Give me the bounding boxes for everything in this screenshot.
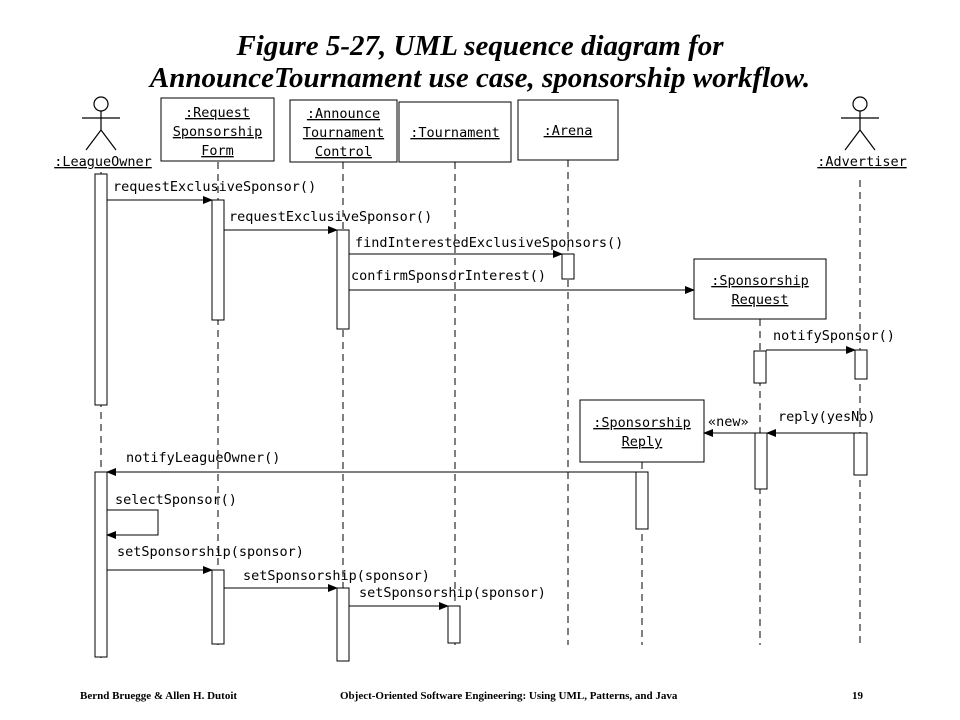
svg-text:Reply: Reply: [622, 434, 663, 450]
figure-title: Figure 5-27, UML sequence diagram for An…: [0, 30, 960, 94]
object-announce-tournament-control: :Announce Tournament Control: [289, 99, 398, 163]
object-request-sponsorship-form: :Request Sponsorship Form: [160, 97, 275, 162]
message-label-m4: confirmSponsorInterest(): [351, 268, 546, 284]
footer-authors: Bernd Bruegge & Allen H. Dutoit: [80, 690, 238, 702]
svg-text::Arena: :Arena: [544, 123, 593, 139]
footer-book-title: Object-Oriented Software Engineering: Us…: [340, 690, 678, 702]
object-arena: :Arena: [517, 99, 619, 161]
svg-text::Tournament: :Tournament: [410, 125, 499, 141]
svg-text:Form: Form: [201, 143, 234, 159]
figure-title-line-1: Figure 5-27, UML sequence diagram for: [236, 30, 724, 62]
message-label-m2: requestExclusiveSponsor(): [229, 209, 432, 225]
actor-label-league-owner: :LeagueOwner: [54, 154, 152, 170]
activation-request-form-2: [211, 569, 225, 645]
arrow-m9-self-call: [106, 509, 159, 539]
svg-text:Control: Control: [315, 144, 372, 160]
activation-league-owner-1: [94, 173, 108, 406]
message-label-m10: setSponsorship(sponsor): [117, 544, 304, 560]
activation-advertiser-2: [853, 432, 868, 476]
activation-sponsorship-request-1: [753, 350, 767, 384]
league-owner-actor-icon: [82, 96, 120, 151]
message-label-m5: notifySponsor(): [773, 328, 895, 344]
message-label-m1: requestExclusiveSponsor(): [113, 179, 316, 195]
activation-sponsorship-request-2: [754, 432, 768, 490]
message-label-m12: setSponsorship(sponsor): [359, 585, 546, 601]
svg-text:Tournament: Tournament: [303, 125, 384, 141]
activation-tournament-1: [447, 605, 461, 644]
footer-page-number: 19: [852, 690, 863, 702]
message-label-m11: setSponsorship(sponsor): [243, 568, 430, 584]
object-tournament: :Tournament: [398, 101, 512, 163]
object-sponsorship-request: :Sponsorship Request: [693, 258, 827, 320]
svg-text::Announce: :Announce: [307, 106, 380, 122]
message-label-m3: findInterestedExclusiveSponsors(): [355, 235, 623, 251]
advertiser-actor-icon: [841, 96, 879, 151]
svg-text:Request: Request: [732, 292, 789, 308]
message-label-m9: selectSponsor(): [115, 492, 237, 508]
message-label-m8: notifyLeagueOwner(): [126, 450, 280, 466]
activation-arena-1: [561, 253, 575, 280]
svg-text::Sponsorship: :Sponsorship: [593, 415, 691, 431]
figure-title-line-2: AnnounceTournament use case, sponsorship…: [149, 62, 811, 94]
svg-text:Sponsorship: Sponsorship: [173, 124, 262, 140]
actor-label-advertiser: :Advertiser: [817, 154, 906, 170]
message-label-m6: reply(yesNo): [778, 409, 876, 425]
activation-advertiser-1: [854, 349, 868, 380]
svg-text::Sponsorship: :Sponsorship: [711, 273, 809, 289]
svg-text::Request: :Request: [185, 105, 250, 121]
activation-league-owner-2: [94, 471, 108, 658]
activation-sponsorship-reply-1: [635, 471, 649, 530]
object-sponsorship-reply: :Sponsorship Reply: [579, 399, 705, 463]
message-label-m7: «new»: [708, 414, 749, 430]
activation-request-form-1: [211, 199, 225, 321]
activation-control-1: [336, 229, 350, 330]
activation-control-2: [336, 587, 350, 662]
